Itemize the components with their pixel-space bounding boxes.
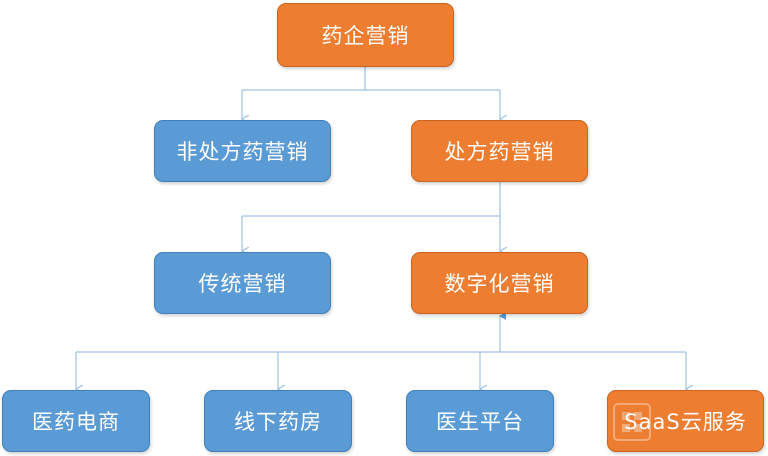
node-label: 线下药房: [234, 410, 322, 434]
node-digital-marketing: 数字化营销: [411, 252, 588, 314]
connector-digital-to-level4: [76, 312, 686, 389]
node-label: SaaS云服务: [624, 410, 747, 434]
node-label: 医药电商: [32, 410, 120, 434]
node-label: 处方药营销: [444, 140, 555, 164]
node-offline-pharmacy: 线下药房: [204, 390, 352, 452]
node-pharma-ecommerce: 医药电商: [2, 390, 150, 452]
node-traditional-marketing: 传统营销: [154, 252, 331, 314]
node-otc-marketing: 非处方药营销: [154, 120, 331, 182]
node-pharma-marketing: 药企营销: [277, 3, 454, 67]
node-label: 非处方药营销: [176, 140, 309, 164]
node-saas-cloud-service: SaaS云服务: [607, 390, 764, 452]
node-rx-marketing: 处方药营销: [411, 120, 588, 182]
node-label: 数字化营销: [444, 272, 555, 296]
connector-rx-to-level3: [242, 182, 500, 251]
node-label: 药企营销: [321, 24, 410, 48]
node-doctor-platform: 医生平台: [406, 390, 554, 452]
node-label: 传统营销: [198, 272, 287, 296]
node-label: 医生平台: [436, 410, 524, 434]
connector-root-to-level2: [242, 67, 500, 119]
